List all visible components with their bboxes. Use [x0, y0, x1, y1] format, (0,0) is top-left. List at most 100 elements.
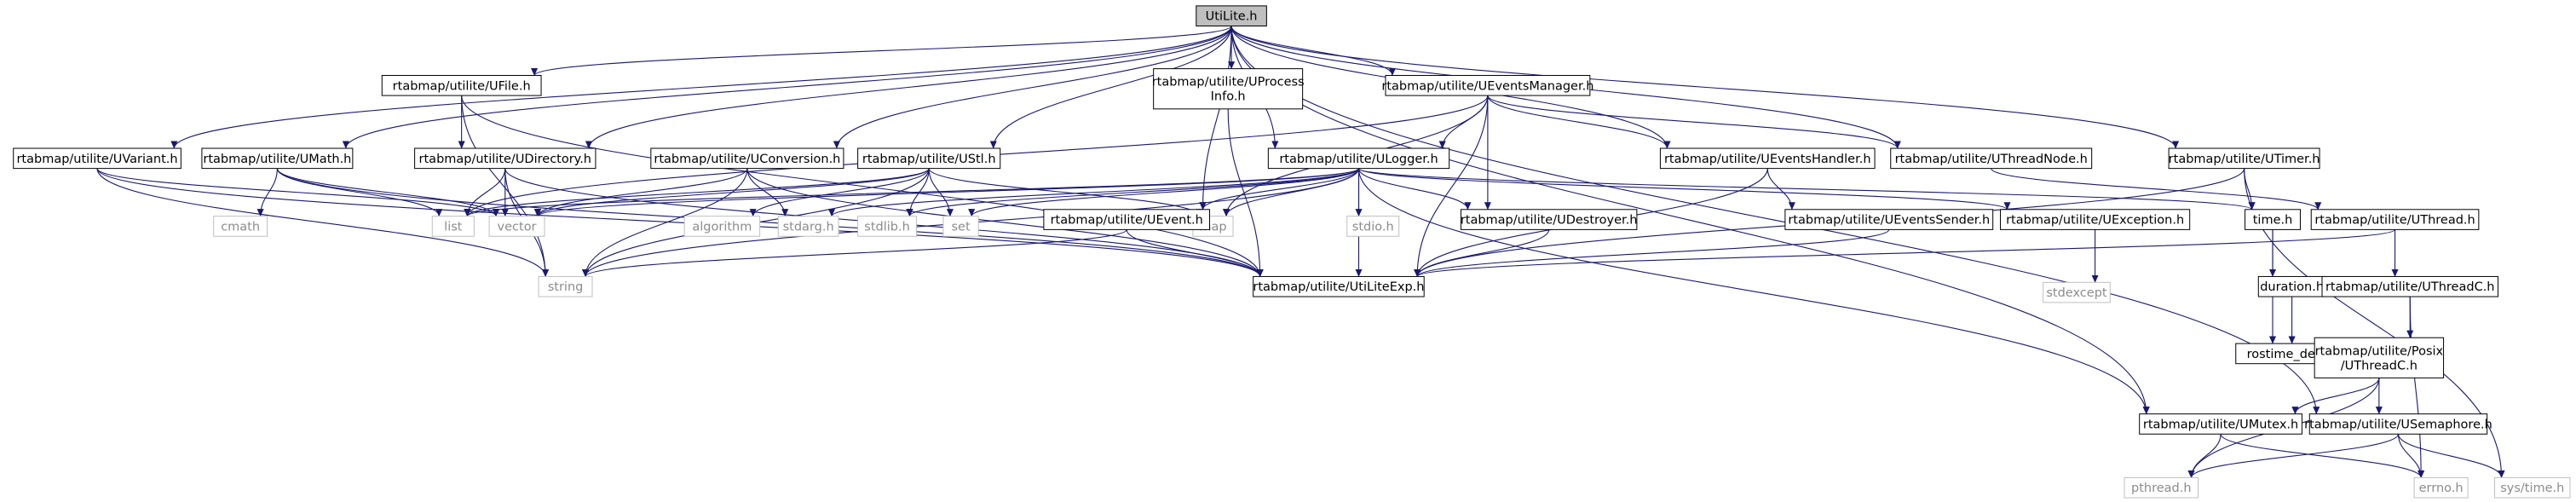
- node-box: [2000, 209, 2191, 230]
- node-errno-h: errno.h: [2413, 476, 2469, 499]
- node-box: [2124, 476, 2199, 499]
- node-time-h[interactable]: time.h: [2245, 209, 2301, 230]
- node-rtabmap-utilite-usemaphore-h[interactable]: rtabmap/utilite/USemaphore.h: [2304, 413, 2492, 435]
- node-label: rtabmap/utilite/UEventsManager.h: [1381, 79, 1593, 93]
- node-box: [2043, 281, 2111, 303]
- edge-rtabmap-utilite-uconversion-h-to-vector: [534, 168, 748, 217]
- node-label: rtabmap/utilite/UStl.h: [862, 153, 996, 166]
- node-label: sys/time.h: [2500, 482, 2564, 495]
- node-duration-h[interactable]: duration.h: [2257, 275, 2326, 297]
- node-box: [1253, 275, 1425, 297]
- edge-rtabmap-utilite-uthreadc-h-to-errno-h: [2409, 297, 2425, 478]
- edge-rtabmap-utilite-ueventsmanager-h-to-rtabmap-utilite-ueventshandler-h: [1487, 95, 1671, 149]
- node-box: [201, 147, 354, 170]
- node-utilite-h[interactable]: UtiLite.h: [1196, 5, 1267, 26]
- node-box: [857, 216, 917, 237]
- node-box: [1784, 209, 1994, 230]
- node-stdarg-h: stdarg.h: [777, 216, 839, 237]
- edge-utilite-h-to-rtabmap-utilite-utimer-h: [1230, 26, 2180, 149]
- node-box: [414, 147, 596, 170]
- edge-rtabmap-utilite-uvariant-h-to-vector: [96, 168, 499, 217]
- node-stdlib-h: stdlib.h: [857, 216, 917, 237]
- node-rtabmap-utilite-uthreadnode-h[interactable]: rtabmap/utilite/UThreadNode.h: [1890, 147, 2093, 170]
- node-box: [650, 147, 844, 170]
- node-rtabmap-utilite-ueventsmanager-h[interactable]: rtabmap/utilite/UEventsManager.h: [1381, 74, 1593, 96]
- node-rtabmap-utilite-uconversion-h[interactable]: rtabmap/utilite/UConversion.h: [650, 147, 844, 170]
- node-label: rtabmap/utilite/UDirectory.h: [419, 153, 591, 166]
- node-label: vector: [498, 220, 537, 234]
- node-rtabmap-utilite-uexception-h[interactable]: rtabmap/utilite/UException.h: [2000, 209, 2191, 230]
- node-rtabmap-utilite-posix-uthreadc-h[interactable]: rtabmap/utilite/Posix/UThreadC.h: [2314, 337, 2445, 378]
- node-label: algorithm: [692, 220, 752, 234]
- edge-rtabmap-utilite-ulogger-h-to-stdarg-h: [828, 168, 1360, 217]
- node-stdio-h: stdio.h: [1346, 216, 1400, 237]
- edge-rtabmap-utilite-uevent-h-to-rtabmap-utilite-utiliteexp-h: [1126, 229, 1264, 277]
- node-label: rtabmap/utilite/USemaphore.h: [2304, 418, 2492, 431]
- node-label: rtabmap/utilite/UEventsSender.h: [1788, 214, 1990, 228]
- node-sys-time-h: sys/time.h: [2494, 476, 2571, 499]
- edge-rtabmap-utilite-posix-uthreadc-h-to-rtabmap-utilite-umutex-h: [2291, 378, 2380, 415]
- node-label: UtiLite.h: [1206, 10, 1258, 24]
- edge-rtabmap-utilite-umath-h-to-cmath: [256, 168, 278, 217]
- node-label: rtabmap/utilite/UProcess: [1152, 76, 1305, 89]
- node-label: rtabmap/utilite/UException.h: [2006, 214, 2184, 228]
- edge-rtabmap-utilite-uconversion-h-to-string: [581, 168, 748, 277]
- node-label: stdlib.h: [864, 220, 910, 234]
- node-rtabmap-utilite-umath-h[interactable]: rtabmap/utilite/UMath.h: [201, 147, 354, 170]
- edge-rtabmap-utilite-uconversion-h-to-rtabmap-utilite-utiliteexp-h: [746, 168, 1264, 277]
- node-rtabmap-utilite-utiliteexp-h[interactable]: rtabmap/utilite/UtiLiteExp.h: [1253, 275, 1425, 297]
- edge-rtabmap-utilite-ueventshandler-h-to-rtabmap-utilite-ueventssender-h: [1766, 168, 1795, 211]
- node-rtabmap-utilite-udestroyer-h[interactable]: rtabmap/utilite/UDestroyer.h: [1460, 209, 1638, 230]
- node-rtabmap-utilite-udirectory-h[interactable]: rtabmap/utilite/UDirectory.h: [414, 147, 596, 170]
- node-rtabmap-utilite-ueventssender-h[interactable]: rtabmap/utilite/UEventsSender.h: [1784, 209, 1994, 230]
- node-label: rtabmap/utilite/UThread.h: [2314, 214, 2475, 228]
- edge-utilite-h-to-rtabmap-utilite-uvariant-h: [170, 26, 1232, 149]
- node-rtabmap-utilite-uthreadc-h[interactable]: rtabmap/utilite/UThreadC.h: [2321, 275, 2498, 297]
- node-rtabmap-utilite-uvariant-h[interactable]: rtabmap/utilite/UVariant.h: [13, 147, 182, 170]
- node-label: stdexcept: [2046, 286, 2107, 300]
- edge-rtabmap-utilite-ulogger-h-to-stdlib-h: [906, 168, 1360, 217]
- edge-rtabmap-utilite-ufile-h-to-string: [461, 95, 550, 277]
- node-label: rtabmap/utilite/UThreadNode.h: [1895, 153, 2088, 166]
- node-box: [1346, 216, 1400, 237]
- edge-rtabmap-utilite-usemaphore-h-to-pthread-h: [2187, 434, 2400, 478]
- node-label: errno.h: [2419, 482, 2464, 495]
- node-rtabmap-utilite-uevent-h[interactable]: rtabmap/utilite/UEvent.h: [1043, 209, 1211, 230]
- node-label: rtabmap/utilite/UDestroyer.h: [1461, 214, 1638, 228]
- edge-rtabmap-utilite-umath-h-to-vector: [276, 168, 500, 217]
- node-label: rtabmap/utilite/UEvent.h: [1051, 214, 1203, 228]
- edge-rtabmap-utilite-uvariant-h-to-string: [96, 168, 550, 277]
- edge-rtabmap-utilite-ustl-h-to-algorithm: [749, 168, 930, 217]
- node-rtabmap-utilite-uthread-h[interactable]: rtabmap/utilite/UThread.h: [2310, 209, 2480, 230]
- node-rtabmap-utilite-ulogger-h[interactable]: rtabmap/utilite/ULogger.h: [1267, 147, 1450, 170]
- node-box: [213, 216, 268, 237]
- node-label: list: [444, 220, 463, 234]
- node-rtabmap-utilite-ueventshandler-h[interactable]: rtabmap/utilite/UEventsHandler.h: [1659, 147, 1876, 170]
- node-label: rtabmap/utilite/Posix: [2315, 344, 2444, 358]
- edge-rtabmap-utilite-usemaphore-h-to-sys-time-h: [2397, 434, 2505, 478]
- edge-rtabmap-utilite-ueventssender-h-to-rtabmap-utilite-utiliteexp-h: [1414, 228, 1890, 277]
- edge-rtabmap-utilite-uevent-h-to-string: [582, 228, 1127, 277]
- node-label: rtabmap/utilite/UMutex.h: [2143, 418, 2298, 431]
- node-box: [1460, 209, 1638, 230]
- node-label: set: [951, 220, 970, 234]
- edge-utilite-h-to-rtabmap-utilite-ustl-h: [989, 26, 1232, 149]
- node-label: duration.h: [2260, 280, 2324, 294]
- edge-utilite-h-to-rtabmap-utilite-umath-h: [342, 26, 1232, 149]
- edge-rtabmap-utilite-ulogger-h-to-time-h: [1357, 168, 2256, 211]
- node-rtabmap-utilite-ustl-h[interactable]: rtabmap/utilite/UStl.h: [857, 147, 1001, 170]
- node-label: rtabmap/utilite/UConversion.h: [654, 153, 840, 166]
- node-rtabmap-utilite-ufile-h[interactable]: rtabmap/utilite/UFile.h: [381, 74, 542, 96]
- node-rtabmap-utilite-umutex-h[interactable]: rtabmap/utilite/UMutex.h: [2139, 413, 2302, 435]
- node-label: Info.h: [1211, 90, 1246, 104]
- edge-rtabmap-utilite-umutex-h-to-errno-h: [2220, 434, 2425, 478]
- node-box: [1267, 147, 1450, 170]
- edge-utilite-h-to-rtabmap-utilite-udirectory-h: [585, 26, 1232, 149]
- node-label: rtabmap/utilite/UFile.h: [393, 79, 531, 93]
- edge-rtabmap-utilite-umath-h-to-list: [276, 168, 443, 217]
- node-rtabmap-utilite-utimer-h[interactable]: rtabmap/utilite/UTimer.h: [2168, 147, 2320, 170]
- node-box: [2245, 209, 2301, 230]
- node-label: stdio.h: [1352, 220, 1394, 234]
